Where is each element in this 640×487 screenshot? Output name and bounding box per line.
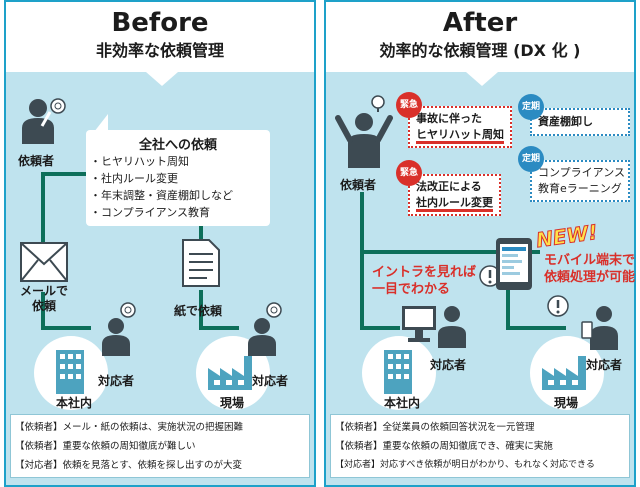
request-list-bubble: 全社への依頼 ・ヒヤリハット周知 ・社内ルール変更 ・年末調整・資産棚卸しなど … [86,130,270,226]
mail-label-line: メールで [20,284,69,298]
regular-request-card: コンプライアンス 教育eラーニング [530,160,630,202]
mail-label: メールで 依頼 [20,284,68,314]
requester-label: 依頼者 [340,178,377,192]
bubble-items: ・ヒヤリハット周知 ・社内ルール変更 ・年末調整・資産棚卸しなど ・コンプライア… [86,153,270,221]
urgent-request-text: 事故に伴った [416,112,482,125]
bubble-item: ・年末調整・資産棚卸しなど [90,189,233,202]
responder-label: 対応者 [98,374,135,388]
regular-tag: 定期 [518,94,544,120]
urgent-request-card: 事故に伴った ヒヤリハット周知 [408,106,512,148]
responder-label: 対応者 [252,374,289,388]
regular-tag: 定期 [518,146,544,172]
bubble-item: ・コンプライアンス教育 [90,206,211,219]
regular-request-card: 資産棚卸し [530,108,630,136]
pc-responder-icon [402,306,466,348]
requester-label: 依頼者 [18,154,55,168]
after-subtitle: 効率的な依頼管理 (DX 化 ) [379,41,581,60]
urgent-request-text: ヒヤリハット周知 [416,128,504,144]
before-subtitle: 非効率な依頼管理 [95,41,224,60]
intranet-message-line: イントラを見れば [372,265,477,280]
after-title: After [442,8,518,38]
note-line: 【依頼者】全従業員の依頼回答状況を一元管理 [335,422,535,433]
urgent-request-card: 法改正による 社内ルール変更 [408,174,501,216]
responder-label: 対応者 [430,358,467,372]
urgent-request-text: 社内ルール変更 [416,196,493,212]
intranet-message-line: 一目でわかる [372,282,451,297]
flow-line [360,250,540,254]
flow-line [41,292,45,328]
urgent-tag: 緊急 [396,92,422,118]
exclamation-icon [547,295,569,317]
note-line: 【依頼者】重要な依頼の周知徹底が難しい [15,441,196,452]
flow-line [199,326,239,330]
note-line: 【対応者】対応すべき依頼が明日がわかり、もれなく対応できる [335,460,595,470]
mobile-message-line: 依頼処理が可能 [544,270,636,285]
before-header-pointer [146,72,178,86]
new-badge: NEW! [534,219,599,253]
before-title: Before [111,8,209,38]
before-notes: 【依頼者】メール・紙の依頼は、実施状況の把握困難 【依頼者】重要な依頼の周知徹底… [10,414,310,478]
flow-line [360,192,364,330]
factory-icon [542,356,586,390]
paper-label: 紙で依頼 [174,304,223,318]
celebrating-requester-icon [335,95,393,168]
flow-line [360,326,400,330]
regular-request-text: コンプライアンス [538,166,626,179]
note-line: 【依頼者】メール・紙の依頼は、実施状況の把握困難 [15,422,244,433]
site-label: 現場 [220,396,245,410]
responder-label: 対応者 [586,358,623,372]
bubble-item: ・ヒヤリハット周知 [90,155,189,168]
after-header-pointer [466,72,498,86]
flow-line [506,326,566,330]
intranet-message: イントラを見れば 一目でわかる [372,264,476,298]
mobile-message-line: モバイル端末で [544,253,636,268]
after-panel: After 効率的な依頼管理 (DX 化 ) 依頼者 事故に伴った ヒヤリハット… [324,0,636,487]
mail-label-line: 依頼 [32,299,57,313]
bubble-item: ・社内ルール変更 [90,172,178,185]
flow-line [199,290,203,328]
hq-label: 本社内 [56,396,93,410]
flow-line [41,326,91,330]
before-panel: Before 非効率な依頼管理 依頼者 全社への依頼 ・ヒヤリハット周知 ・社内… [4,0,316,487]
mobile-responder-icon [581,306,618,350]
confused-responder-icon [248,302,282,356]
site-label: 現場 [554,396,579,410]
after-notes: 【依頼者】全従業員の依頼回答状況を一元管理 【依頼者】重要な依頼の周知徹底でき、… [330,414,630,478]
tablet-icon [496,238,532,290]
regular-request-text: 教育eラーニング [538,182,622,195]
urgent-tag: 緊急 [396,160,422,186]
note-line: 【依頼者】重要な依頼の周知徹底でき、確実に実施 [335,441,553,452]
flow-line [506,290,510,330]
bubble-title: 全社への依頼 [138,138,217,153]
mobile-message: モバイル端末で 依頼処理が可能 [544,252,635,286]
flow-line [41,172,45,242]
envelope-icon [20,242,68,282]
paper-document-icon [182,239,220,287]
regular-request-text: 資産棚卸し [538,115,593,128]
bubble-tail [94,114,108,132]
factory-icon [208,356,252,390]
hq-label: 本社内 [384,396,421,410]
before-header: Before 非効率な依頼管理 [6,2,314,72]
office-building-icon [384,350,412,394]
requester-person-icon [22,98,66,144]
after-header: After 効率的な依頼管理 (DX 化 ) [326,2,634,72]
confused-responder-icon [102,302,136,356]
office-building-icon [56,350,84,394]
urgent-request-text: 法改正による [416,180,482,193]
note-line: 【対応者】依頼を見落とす、依頼を探し出すのが大変 [15,460,242,471]
